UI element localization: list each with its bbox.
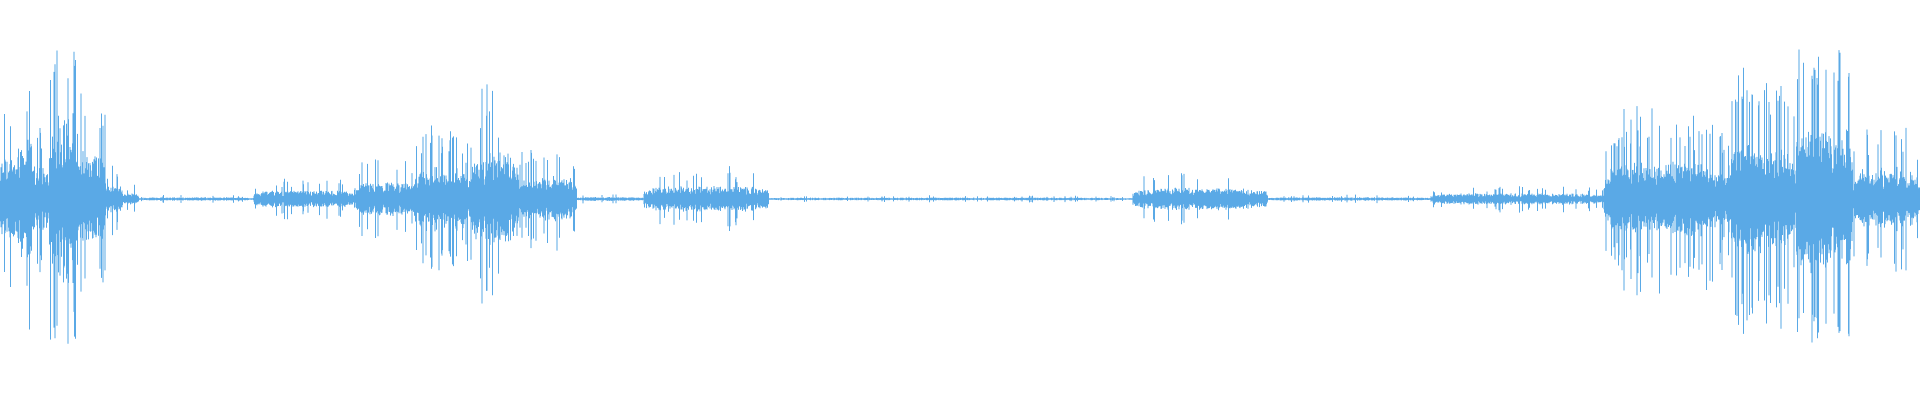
waveform-path — [0, 49, 1920, 344]
